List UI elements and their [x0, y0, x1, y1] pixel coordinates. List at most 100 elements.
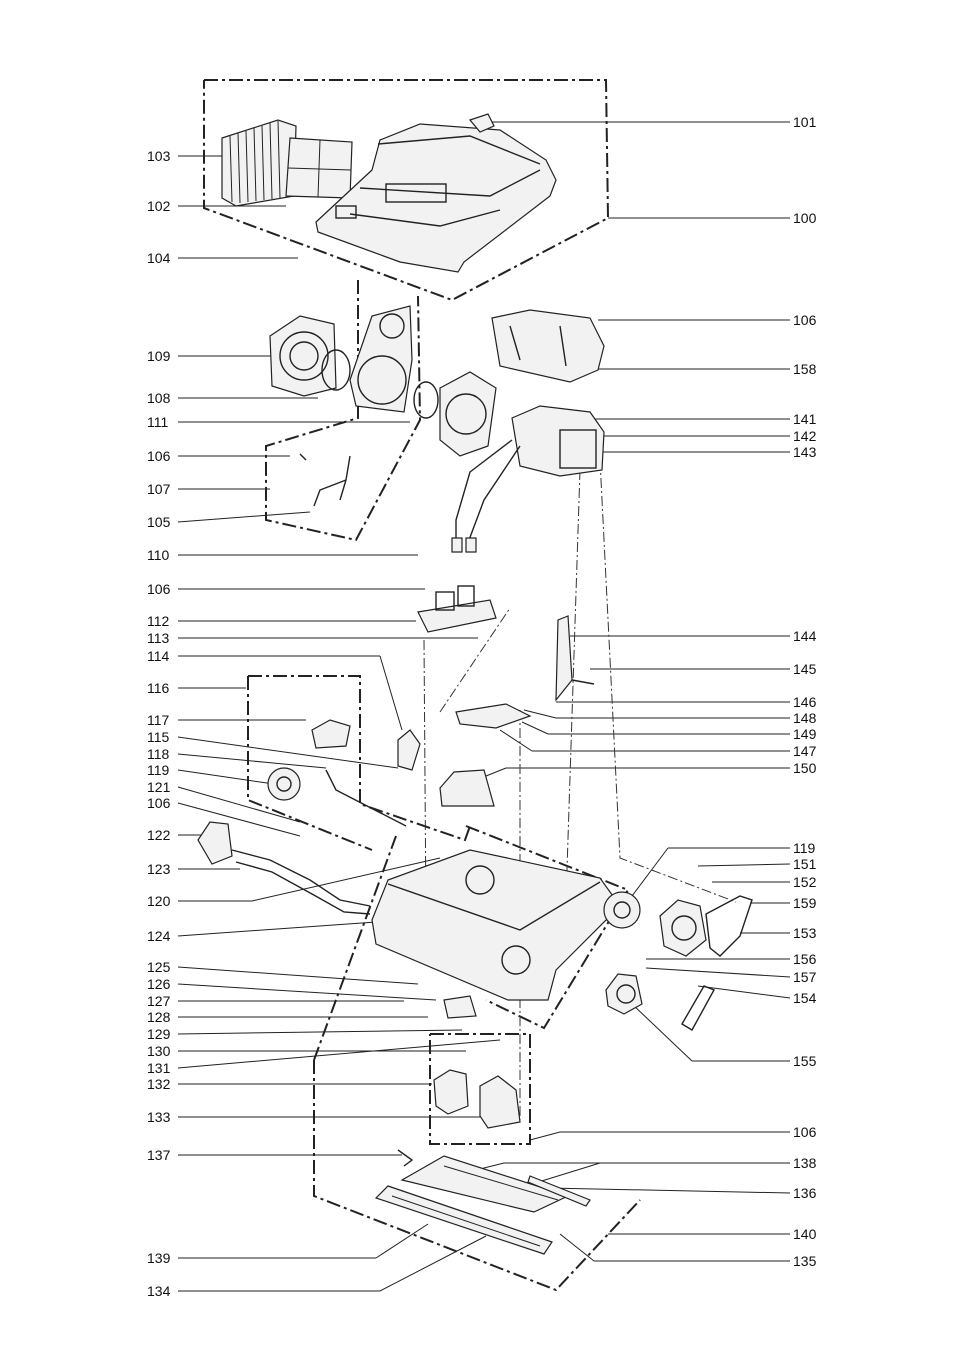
gasket-ring-part — [321, 349, 351, 391]
callout-106-c: 106 — [147, 795, 171, 811]
callout-151: 151 — [793, 856, 817, 872]
latch-clip-part — [468, 113, 495, 133]
grouping-outlines — [203, 79, 737, 1292]
callout-111: 111 — [147, 414, 168, 430]
right-callouts: 101 100 106 158 141 142 143 144 145 146 … — [467, 114, 817, 1269]
bottom-plate-assembly — [374, 1155, 591, 1255]
callout-120: 120 — [147, 893, 171, 909]
callout-156: 156 — [793, 951, 817, 967]
callout-119-b: 119 — [793, 840, 816, 856]
motor-fan-assembly — [269, 305, 605, 553]
callout-106-e: 106 — [793, 1124, 817, 1140]
callout-114: 114 — [147, 648, 170, 664]
callout-118: 118 — [147, 746, 170, 762]
callout-152: 152 — [793, 874, 817, 890]
callout-148: 148 — [793, 710, 817, 726]
impeller-housing-part — [349, 305, 413, 413]
callout-106-a: 106 — [147, 448, 171, 464]
callout-107: 107 — [147, 481, 171, 497]
callout-103: 103 — [147, 148, 171, 164]
callout-101: 101 — [793, 114, 817, 130]
callout-141: 141 — [793, 411, 817, 427]
air-duct-part — [491, 309, 605, 383]
end-cap-part — [197, 821, 233, 865]
callout-119-a: 119 — [147, 762, 170, 778]
callout-106-b: 106 — [147, 581, 171, 597]
callout-157: 157 — [793, 969, 817, 985]
callout-154: 154 — [793, 990, 817, 1006]
callout-137: 137 — [147, 1147, 171, 1163]
rod-part — [527, 1175, 591, 1207]
callout-149: 149 — [793, 726, 817, 742]
lower-drive-assembly — [397, 995, 521, 1167]
callout-105: 105 — [147, 514, 171, 530]
callout-124: 124 — [147, 928, 171, 944]
callout-127: 127 — [147, 993, 171, 1009]
callout-150: 150 — [793, 760, 817, 776]
callout-100: 100 — [793, 210, 817, 226]
switch-board-part — [417, 599, 497, 633]
fan-cover-part — [269, 315, 337, 397]
callout-147: 147 — [793, 743, 817, 759]
callout-130: 130 — [147, 1043, 171, 1059]
top-cover-assembly — [221, 113, 557, 273]
callout-121: 121 — [147, 779, 171, 795]
callout-139: 139 — [147, 1250, 171, 1266]
callout-146: 146 — [793, 694, 817, 710]
callout-123: 123 — [147, 861, 171, 877]
brushroll-part — [231, 849, 371, 907]
belt-part — [681, 985, 715, 1031]
left-callouts: 103 102 104 109 108 111 106 107 105 110 … — [147, 148, 501, 1299]
base-brushroll-assembly — [197, 767, 641, 1001]
callout-143: 143 — [793, 444, 817, 460]
motor-bracket-part — [439, 371, 497, 457]
pedal-bracket-part — [455, 703, 532, 729]
motor-pulley-part — [659, 899, 707, 957]
callout-153: 153 — [793, 925, 817, 941]
callout-115: 115 — [147, 729, 170, 745]
plug-assembly-part — [443, 995, 477, 1019]
callout-106-d: 106 — [793, 312, 817, 328]
gear-housing-part — [479, 1075, 521, 1129]
callout-112: 112 — [147, 613, 170, 629]
callout-126: 126 — [147, 976, 171, 992]
callout-125: 125 — [147, 959, 171, 975]
cover-plate-part — [439, 769, 495, 807]
motor-part — [511, 405, 605, 477]
callout-131: 131 — [147, 1060, 171, 1076]
callout-132: 132 — [147, 1076, 171, 1092]
lever-part — [555, 615, 573, 702]
seal-ring-part — [413, 381, 439, 419]
top-cover-part — [315, 123, 557, 273]
callout-158: 158 — [793, 361, 817, 377]
callout-138: 138 — [793, 1155, 817, 1171]
wheel-part-left — [267, 767, 301, 801]
handle-linkage-assembly — [311, 615, 595, 827]
callout-102: 102 — [147, 198, 171, 214]
wire-harness-part — [313, 455, 351, 507]
callout-104: 104 — [147, 250, 171, 266]
callout-144: 144 — [793, 628, 817, 644]
callout-135: 135 — [793, 1253, 817, 1269]
callout-122: 122 — [147, 827, 171, 843]
callout-142: 142 — [793, 428, 817, 444]
callout-159: 159 — [793, 895, 817, 911]
callout-108: 108 — [147, 390, 171, 406]
callout-145: 145 — [793, 661, 817, 677]
guard-bracket-part — [311, 719, 351, 749]
switch-assembly — [417, 585, 497, 633]
callout-128: 128 — [147, 1009, 171, 1025]
callout-113: 113 — [147, 630, 170, 646]
callout-110: 110 — [147, 547, 170, 563]
callout-133: 133 — [147, 1109, 171, 1125]
belt-drive-assembly — [605, 895, 753, 1031]
height-adjuster-part — [397, 729, 421, 771]
callout-155: 155 — [793, 1053, 817, 1069]
drive-belt-part — [705, 895, 753, 957]
callout-140: 140 — [793, 1226, 817, 1242]
wheel-part-right — [603, 891, 641, 929]
callout-129: 129 — [147, 1026, 171, 1042]
base-housing-part — [371, 849, 621, 1001]
idler-pulley-part — [605, 973, 643, 1015]
